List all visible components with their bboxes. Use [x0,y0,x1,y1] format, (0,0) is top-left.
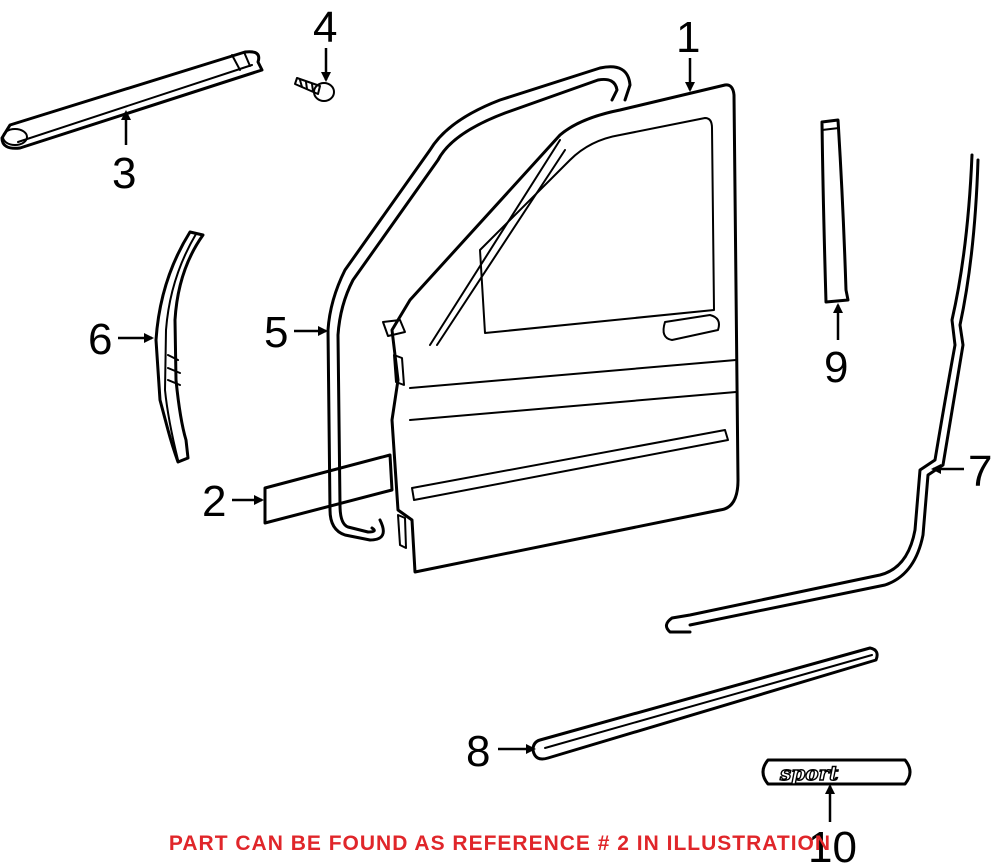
door-shell-part [382,83,740,574]
callout-7: 7 [968,447,992,496]
callout-1: 1 [676,13,700,62]
callout-6: 6 [88,315,112,364]
applique-part [820,118,850,304]
callout-2: 2 [202,477,226,526]
emblem-part: sport [761,758,912,786]
callout-9: 9 [824,343,848,392]
body-weatherstrip-part [665,153,980,634]
callout-arrows [118,48,964,822]
callout-5: 5 [264,308,288,357]
callout-10: 10 [808,823,857,866]
side-molding-part [531,646,879,761]
callout-labels: 1 2 3 4 5 6 7 8 9 10 [88,3,992,866]
screw-part [294,77,335,102]
reference-note: PART CAN BE FOUND AS REFERENCE # 2 IN IL… [168,832,832,855]
pillar-seal-part [154,230,205,464]
belt-molding-part [0,50,264,150]
callout-3: 3 [112,149,136,198]
callout-8: 8 [466,727,490,776]
callout-4: 4 [313,3,337,52]
door-tape-part [263,453,394,525]
emblem-text: sport [779,761,839,785]
door-weatherstrip-part [326,65,632,542]
